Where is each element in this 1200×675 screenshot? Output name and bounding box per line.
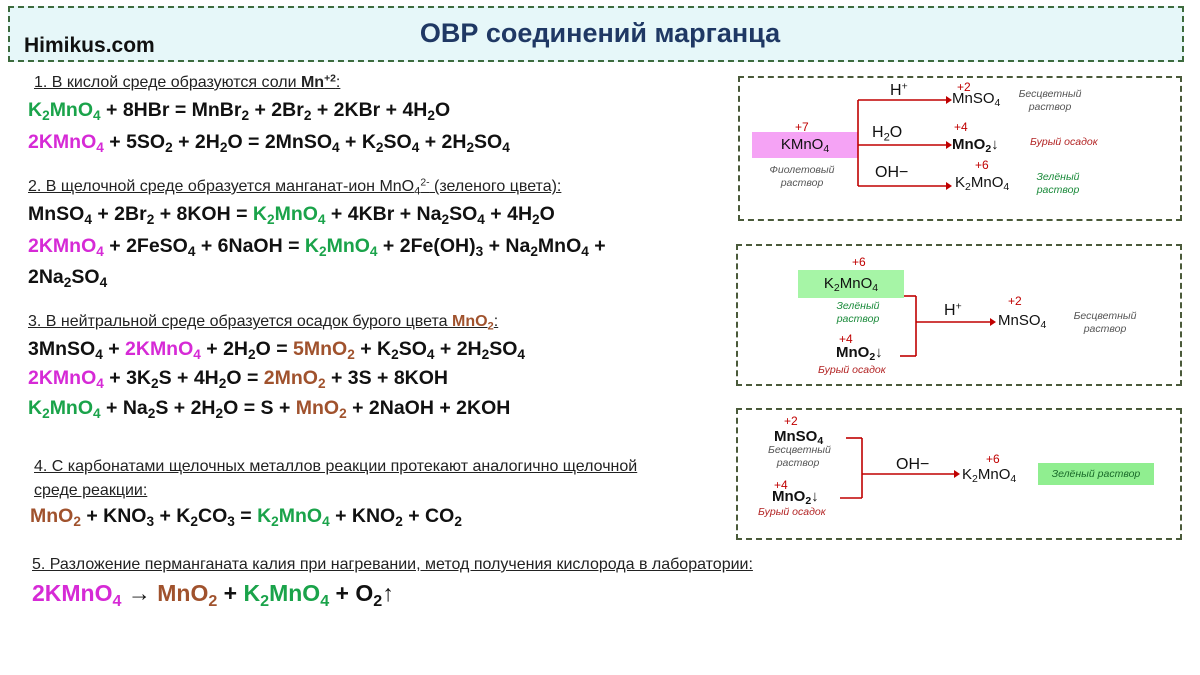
diagram3-prod: K2MnO4 (962, 466, 1017, 486)
section4-heading-line1: 4. С карбонатами щелочных металлов реакц… (34, 458, 638, 475)
diagram1-env-neutral: H2O (872, 124, 903, 144)
diagram3-ox-top: +2 (784, 414, 798, 428)
diagram2-top-note: Зелёный раствор (836, 300, 880, 325)
header-banner (8, 6, 1184, 62)
diagram2-bottom-note: Бурый осадок (818, 364, 886, 376)
diagram1-ox-neutral: +4 (954, 120, 968, 134)
diagram3-bottom-note: Бурый осадок (758, 506, 826, 518)
diagram1-env-acid: H+ (890, 81, 908, 99)
section2-heading: 2. В щелочной среде образуется манганат-… (28, 177, 562, 198)
section3-eq2: 2KMnO4 + 3K2S + 4H2O = 2MnO2 + 3S + 8KOH (28, 367, 449, 392)
section2-eq1: MnSO4 + 2Br2 + 8KOH = K2MnO4 + 4KBr + Na… (28, 203, 555, 228)
section2-eq2-cont: 2Na2SO4 (28, 266, 108, 291)
diagram1-note-neutral: Бурый осадок (1030, 136, 1098, 148)
section1-heading: 1. В кислой среде образуются соли Mn+2: (34, 73, 341, 91)
diagram1-center-pill: KMnO4 (752, 132, 858, 158)
diagram2-ox-bottom: +4 (839, 332, 853, 346)
diagram1-prod-neutral: MnO2↓ (952, 136, 999, 156)
diagram3-bottom: MnO2↓ (772, 488, 819, 508)
diagram1-prod-acid: MnSO4 (952, 90, 1001, 110)
diagram3-top-note: Бесцветный раствор (768, 444, 831, 469)
site-name: Himikus.com (24, 34, 155, 57)
diagram1-note-base: Зелёный раствор (1036, 171, 1080, 196)
diagram2-env: H+ (944, 301, 962, 319)
diagram3-box (736, 408, 1182, 540)
diagram2-bottom: MnO2↓ (836, 344, 883, 364)
diagram1-box (738, 76, 1182, 221)
section3-eq1: 3MnSO4 + 2KMnO4 + 2H2O = 5MnO2 + K2SO4 +… (28, 338, 525, 363)
diagram1-center-note: Фиолетовый раствор (769, 164, 835, 189)
diagram1-ox-acid: +2 (957, 80, 971, 94)
diagram1-ox-base: +6 (975, 158, 989, 172)
diagram3-ox-prod: +6 (986, 452, 1000, 466)
diagram1-env-base: OH− (875, 164, 909, 181)
diagram1-prod-base: K2MnO4 (955, 174, 1010, 194)
section1-eq2: 2KMnO4 + 5SO2 + 2H2O = 2MnSO4 + K2SO4 + … (28, 131, 510, 156)
diagram2-top-pill: K2MnO4 (798, 270, 904, 298)
section2-eq2: 2KMnO4 + 2FeSO4 + 6NaOH = K2MnO4 + 2Fe(O… (28, 235, 606, 260)
diagram3-prod-note: Зелёный раствор (1038, 463, 1154, 485)
diagram2-box (736, 244, 1182, 386)
section3-heading: 3. В нейтральной среде образуется осадок… (28, 313, 499, 333)
diagram3-env: OH− (896, 456, 930, 473)
section1-eq1: K2MnO4 + 8HBr = MnBr2 + 2Br2 + 2KBr + 4H… (28, 99, 451, 124)
diagram3-ox-bottom: +4 (774, 478, 788, 492)
section4-eq1: MnO2 + KNO3 + K2CO3 = K2MnO4 + KNO2 + CO… (30, 505, 462, 530)
section5-eq1: 2KMnO4 → MnO2 + K2MnO4 + O2↑ (32, 580, 394, 610)
section5-heading: 5. Разложение перманганата калия при наг… (32, 556, 753, 573)
diagram2-prod-note: Бесцветный раствор (1073, 310, 1137, 335)
section3-eq3: K2MnO4 + Na2S + 2H2O = S + MnO2 + 2NaOH … (28, 397, 511, 422)
diagram1-ox-center: +7 (795, 120, 809, 134)
page-title: ОВР соединений марганца (419, 18, 781, 48)
diagram1-note-acid: Бесцветный раствор (1018, 88, 1082, 113)
diagram2-ox-prod: +2 (1008, 294, 1022, 308)
section4-heading-line2: среде реакции: (34, 482, 148, 499)
diagram2-ox-top: +6 (852, 255, 866, 269)
diagram3-top: MnSO4 (774, 428, 824, 448)
diagram2-prod: MnSO4 (998, 312, 1047, 332)
